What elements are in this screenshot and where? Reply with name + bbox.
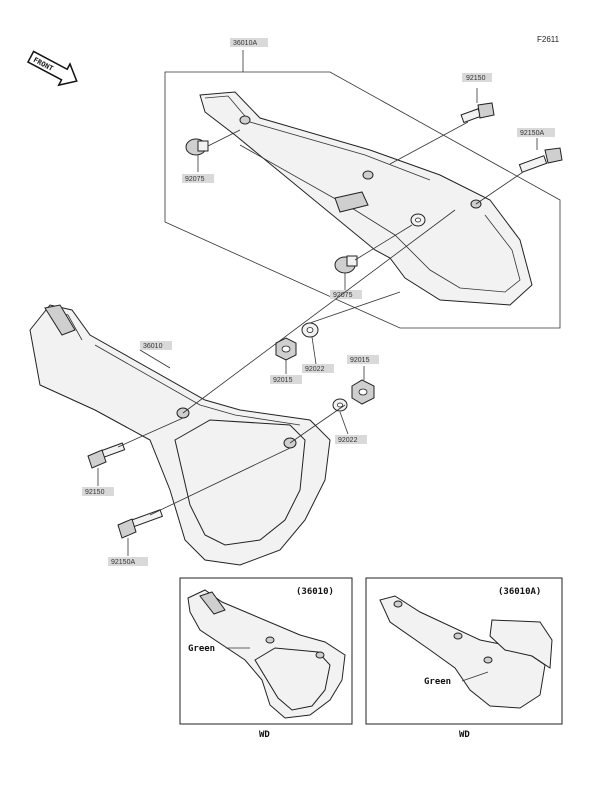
- label-36010: 36010: [143, 343, 163, 350]
- inset-36010-model: WD: [259, 730, 270, 740]
- bolt-92150A-bottom: [117, 509, 164, 539]
- label-92150-top: 92150: [466, 75, 486, 82]
- label-92150-left: 92150: [85, 489, 105, 496]
- nut-92015-right: [351, 379, 375, 405]
- inset-36010A-color-note: Green: [424, 677, 451, 687]
- washer-92022-top: [301, 322, 319, 338]
- inset-36010-title: (36010): [296, 587, 334, 597]
- label-92015-right: 92015: [350, 357, 370, 364]
- side-cover-36010A: [199, 91, 533, 306]
- side-cover-36010: [29, 304, 331, 566]
- inset-36010-cover: [187, 589, 346, 719]
- inset-36010A-title: (36010A): [498, 587, 541, 597]
- washer-upper: [410, 213, 426, 227]
- label-92150A-top: 92150A: [520, 130, 544, 137]
- upper-assembly-frame: [164, 71, 561, 329]
- figure-code: F2611: [537, 35, 560, 44]
- grommet-92075-left: [185, 138, 209, 156]
- washer-92022-bottom: [332, 398, 348, 412]
- label-92075-left: 92075: [185, 176, 205, 183]
- bolt-92150A-top: [518, 147, 563, 173]
- label-92015-left: 92015: [273, 377, 293, 384]
- grommet-92075-right: [334, 255, 358, 274]
- inset-36010-color-note: Green: [188, 644, 215, 654]
- label-92150A-bottom: 92150A: [111, 559, 135, 566]
- label-36010A: 36010A: [233, 40, 257, 47]
- label-92022-top: 92022: [305, 366, 325, 373]
- nut-92015-left: [275, 337, 297, 361]
- label-92022-bottom: 92022: [338, 437, 358, 444]
- label-92075-right: 92075: [333, 292, 353, 299]
- bolt-92150-top: [460, 102, 495, 124]
- inset-36010A-model: WD: [459, 730, 470, 740]
- front-arrow-icon: FRONT: [26, 50, 78, 87]
- inset-36010A-cover: [379, 595, 553, 709]
